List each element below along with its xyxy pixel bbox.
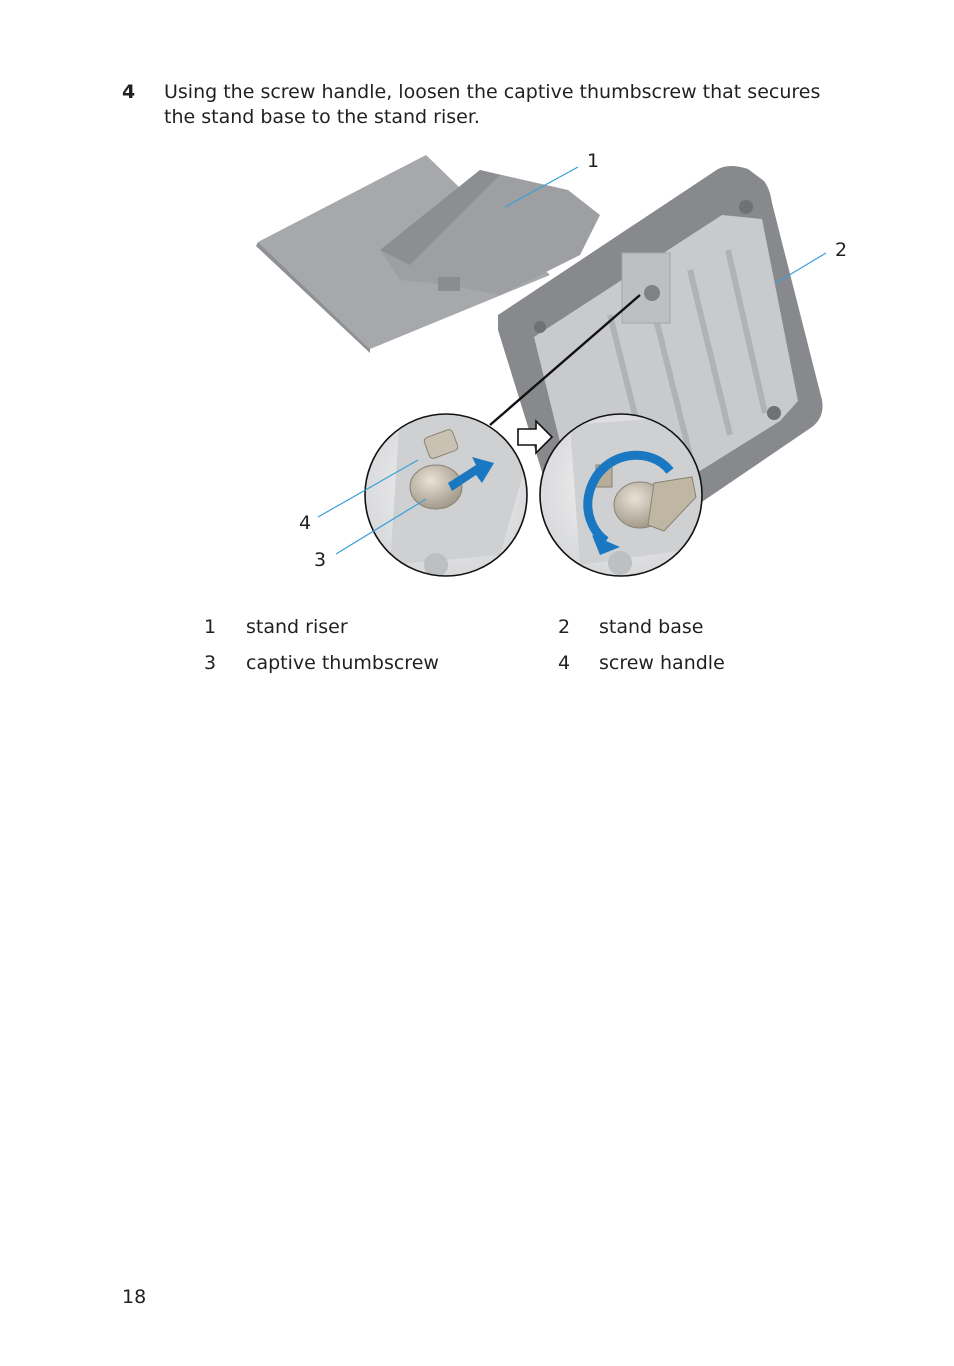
legend-number: 1 bbox=[204, 616, 217, 638]
callout-1: 1 bbox=[587, 150, 599, 172]
callout-3: 3 bbox=[314, 549, 326, 571]
rotate-counterclockwise-arrow bbox=[583, 450, 674, 545]
callout-4: 4 bbox=[299, 512, 311, 534]
callout-legend: 1 stand riser 2 stand base 3 captive thu… bbox=[204, 616, 804, 688]
callout-line-4 bbox=[317, 459, 419, 518]
step-number: 4 bbox=[122, 81, 136, 103]
legend-label: stand riser bbox=[246, 616, 348, 638]
illustration-svg: 1 2 3 4 bbox=[256, 150, 847, 577]
callout-line-1 bbox=[504, 166, 579, 208]
legend-row: 3 captive thumbscrew 4 screw handle bbox=[204, 652, 804, 688]
stand-riser bbox=[256, 155, 600, 353]
zoom-detail-handle bbox=[364, 413, 528, 577]
legend-number: 4 bbox=[558, 652, 571, 674]
press-arrow bbox=[448, 457, 494, 491]
zoom-detail-rotate bbox=[539, 413, 703, 577]
legend-row: 1 stand riser 2 stand base bbox=[204, 616, 804, 652]
callout-2: 2 bbox=[835, 239, 847, 261]
next-step-arrow-icon bbox=[517, 419, 554, 455]
page-number: 18 bbox=[122, 1286, 147, 1308]
callout-line-3 bbox=[335, 498, 427, 555]
zoom-leader-line bbox=[489, 294, 641, 426]
legend-label: captive thumbscrew bbox=[246, 652, 439, 674]
stand-removal-illustration: 1 2 3 4 bbox=[250, 145, 860, 585]
step-instruction: Using the screw handle, loosen the capti… bbox=[164, 81, 821, 128]
callout-line-2 bbox=[775, 252, 827, 284]
legend-number: 2 bbox=[558, 616, 571, 638]
legend-label: stand base bbox=[599, 616, 704, 638]
legend-number: 3 bbox=[204, 652, 217, 674]
legend-label: screw handle bbox=[599, 652, 725, 674]
